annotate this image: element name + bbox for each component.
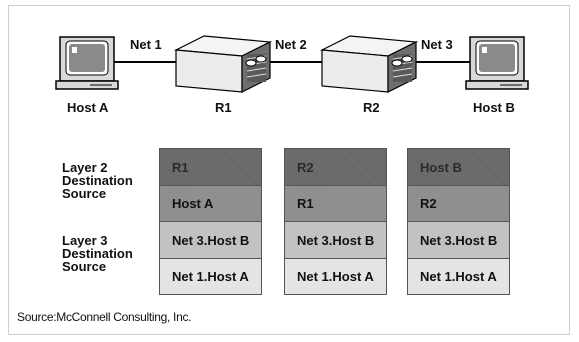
host-b-label: Host B: [473, 100, 515, 115]
col1-l3-source: Net 1.Host A: [159, 258, 262, 295]
layer2-destination-label: Destination: [62, 173, 133, 188]
layer3-title: Layer 3: [62, 233, 108, 248]
layer3-destination-label: Destination: [62, 246, 133, 261]
col3-l2-source: R2: [407, 185, 510, 222]
net3-label: Net 3: [419, 37, 455, 52]
net1-label: Net 1: [128, 37, 164, 52]
layer2-labels: Layer 2 Destination Source: [62, 161, 133, 200]
col1-l2-destination: R1: [159, 148, 262, 186]
layer3-source-label: Source: [62, 259, 107, 274]
col2-l3-destination: Net 3.Host B: [284, 221, 387, 259]
r1-label: R1: [215, 100, 232, 115]
col1-l2-source: Host A: [159, 185, 262, 222]
col2-l2-destination: R2: [284, 148, 387, 186]
r1-router-icon: [173, 35, 273, 93]
source-credit: Source:McConnell Consulting, Inc.: [17, 310, 192, 324]
col1-l3-destination: Net 3.Host B: [159, 221, 262, 259]
layer3-labels: Layer 3 Destination Source: [62, 234, 133, 273]
host-a-computer-icon: [55, 36, 119, 90]
col2-l3-source: Net 1.Host A: [284, 258, 387, 295]
r2-router-icon: [319, 35, 419, 93]
net2-label: Net 2: [273, 37, 309, 52]
layer2-title: Layer 2: [62, 160, 108, 175]
col2-l2-source: R1: [284, 185, 387, 222]
host-b-computer-icon: [465, 36, 529, 90]
host-a-label: Host A: [67, 100, 109, 115]
col3-l2-destination: Host B: [407, 148, 510, 186]
col3-l3-destination: Net 3.Host B: [407, 221, 510, 259]
layer2-source-label: Source: [62, 186, 107, 201]
r2-label: R2: [363, 100, 380, 115]
col3-l3-source: Net 1.Host A: [407, 258, 510, 295]
